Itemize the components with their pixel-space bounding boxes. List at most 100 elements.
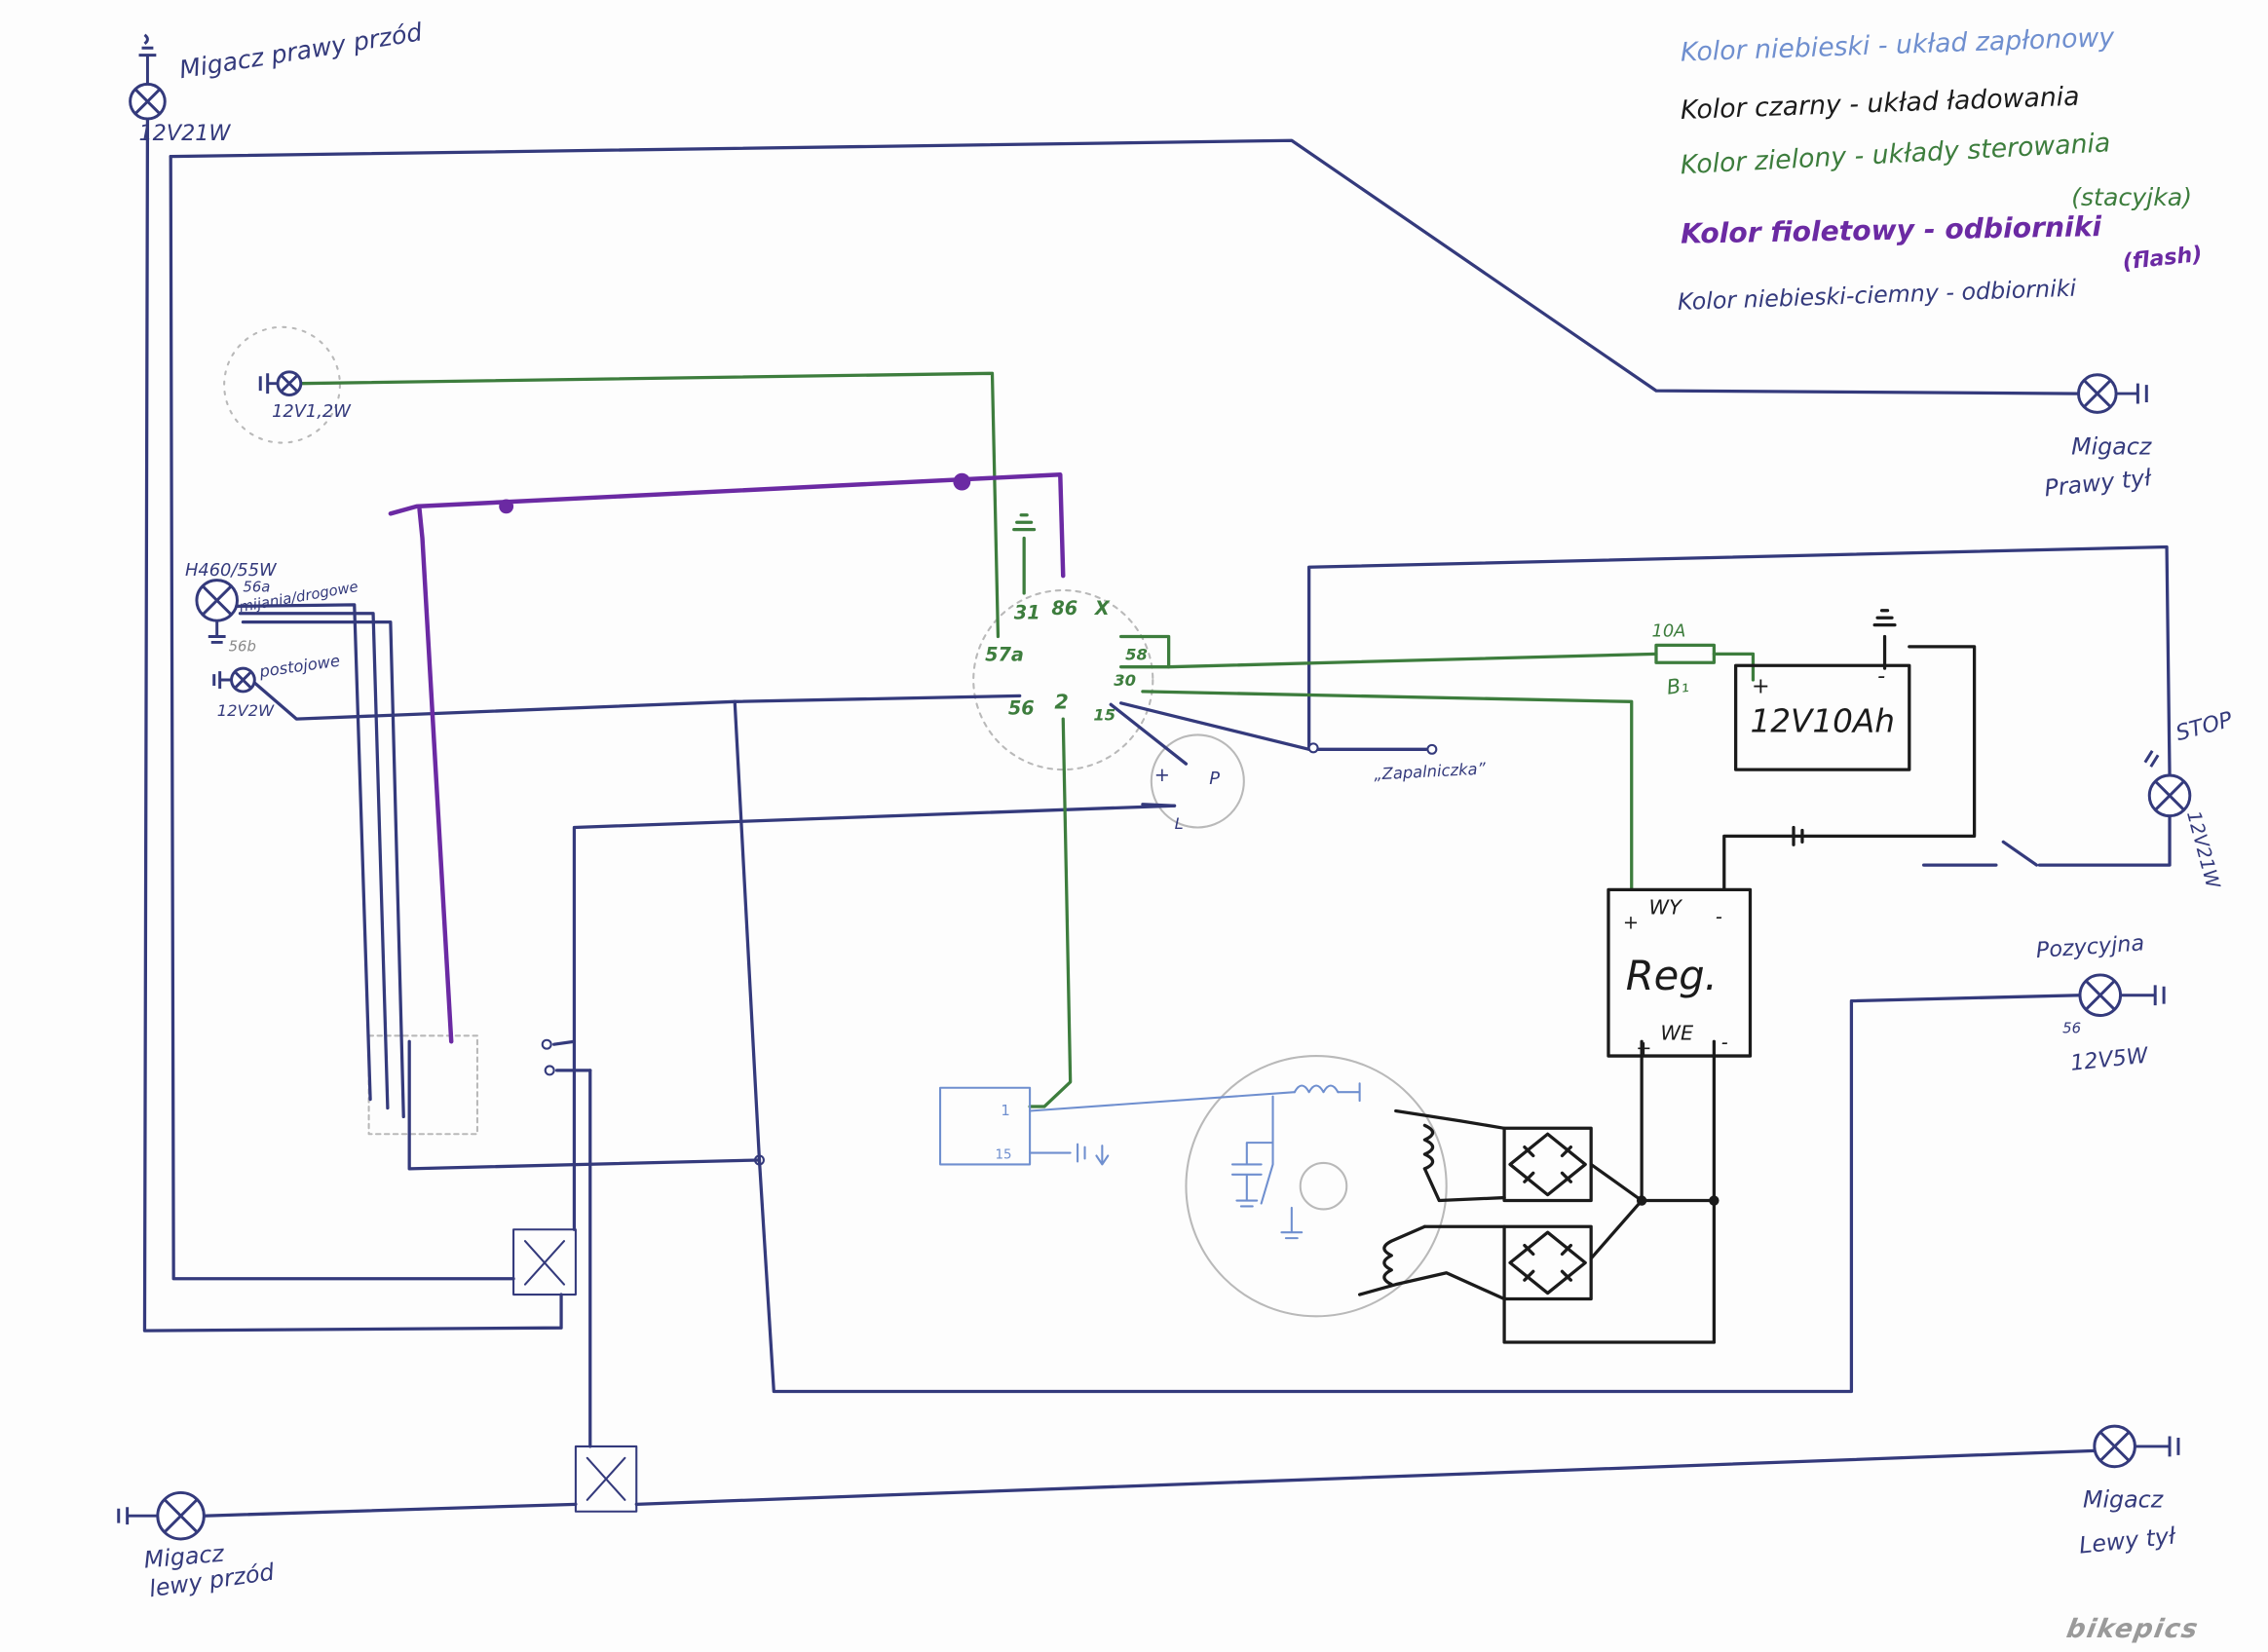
ignition-coil-terminal-15: 15: [995, 1147, 1011, 1162]
ground-icon: [2116, 383, 2148, 404]
stop-lamp: [2143, 750, 2192, 818]
ground-icon: [117, 1507, 158, 1525]
indicator-lamp: [258, 370, 303, 397]
position-lamp-name: Pozycyjna: [2035, 930, 2145, 963]
ground-icon: [2120, 985, 2166, 1006]
capacitor: [1230, 1142, 1274, 1208]
stator-coil-1: [1422, 1123, 1435, 1171]
stop-lamp-rating: 12V21W: [2182, 808, 2225, 891]
terminal-x: X: [1094, 597, 1111, 620]
junction-dot: [753, 1154, 765, 1166]
wire-handlebar-return: [407, 1039, 762, 1171]
battery-rating: 12V10Ah: [1750, 702, 1894, 739]
terminal-56: 56: [1008, 697, 1035, 720]
terminal-2: 2: [1054, 691, 1068, 714]
wire-purple-horizontal: [388, 471, 1066, 579]
terminal-30: 30: [1114, 671, 1136, 690]
wire-terminal-58-box: [1119, 634, 1171, 669]
legend-consumers-flash: Kolor fioletowy - odbiorniki: [1681, 210, 2102, 250]
wire-coil-terminal-15: [1029, 1143, 1086, 1163]
legend-ignition: Kolor niebieski - układ zapłonowy: [1680, 22, 2115, 68]
battery-ground: [1872, 609, 1897, 670]
rear-left-blinker-lamp: [2093, 1424, 2180, 1469]
front-right-blinker-name: Migacz prawy przód: [177, 18, 425, 84]
stator-coil-2: [1382, 1224, 1427, 1287]
junction-regulator-minus: [1709, 1195, 1720, 1206]
wires-black: [1357, 609, 1977, 1344]
fuse-rating: 10A: [1652, 621, 1686, 642]
fuse-id: B₁: [1665, 673, 1690, 699]
regulator-in-minus: -: [1721, 1032, 1728, 1054]
watermark-logo: bikepics: [2064, 1614, 2202, 1644]
wire-blinker-switch-feed: [169, 154, 515, 1281]
wire-fuse-battery: [1712, 652, 1756, 682]
indicator-lamp-rating: 12V1,2W: [272, 401, 352, 422]
wire-headlight-bundle-1: [235, 603, 372, 1102]
headlight-terminal-56b: 56b: [229, 638, 256, 655]
lamp-cross-icon: [164, 1498, 198, 1533]
wire-rectifier-return: [1502, 1296, 1716, 1344]
regulator-out-minus: -: [1716, 905, 1722, 927]
rectifier-2-box: [1502, 1224, 1593, 1301]
rectifier-2-bridge: [1508, 1230, 1587, 1295]
rear-left-blinker-name-1: Migacz: [2083, 1485, 2164, 1513]
breaker-points: [1260, 1095, 1274, 1205]
legend-control: Kolor zielony - układy sterowania: [1680, 128, 2111, 180]
parking-lamp-rating: 12V2W: [217, 701, 275, 720]
lamp-cross-icon: [201, 584, 233, 617]
alternator-body: [1185, 1055, 1448, 1318]
wire-parking-lamp: [252, 681, 1022, 721]
alternator-rotor: [1299, 1161, 1348, 1211]
headlight-rating: H460/55W: [185, 560, 278, 581]
light-switch-body: [1150, 733, 1245, 829]
regulator-in-plus: +: [1636, 1037, 1651, 1060]
rectifier-1-box: [1502, 1126, 1593, 1203]
ground-icon: [138, 33, 157, 85]
blinker-switch-right-cross: [523, 1240, 566, 1286]
position-lamp: [2078, 973, 2166, 1017]
wire-front-left-blinker: [202, 1502, 578, 1518]
ignition-coil-terminal-1: 1: [1001, 1103, 1009, 1119]
ink-blot-1: [499, 499, 514, 514]
ground-icon: [2135, 1436, 2180, 1457]
wire-rear-right-blinker: [169, 138, 2081, 395]
regulator-box: [1606, 887, 1753, 1058]
rear-right-blinker-name-2: Prawy tył: [2043, 464, 2153, 502]
terminal-58: 58: [1125, 645, 1148, 663]
battery-plus: +: [1752, 673, 1770, 698]
stop-lamp-name: STOP: [2174, 707, 2236, 746]
wires-light-blue: [939, 1082, 1361, 1240]
stator-coil-1-wire: [1394, 1108, 1506, 1203]
ground-icon: [212, 671, 232, 689]
lamp-cross-icon: [2154, 779, 2185, 811]
lighter-name: „Zapalniczka”: [1374, 759, 1487, 783]
wire-headlight-bundle-2: [238, 612, 390, 1110]
headlight-terminal-56a: 56a: [243, 579, 270, 595]
ground-icon: [208, 620, 226, 644]
arrow-down-icon: [1095, 1145, 1110, 1166]
wire-light-switch-l-stub: [1141, 803, 1177, 807]
wire-battery-regulator-minus: [1722, 645, 1977, 891]
wires-purple: [388, 471, 1066, 1044]
battery-box: [1733, 663, 1911, 771]
blinker-switch-right-box: [512, 1228, 577, 1296]
ink-blot-2: [953, 472, 971, 491]
stator-coil-2-wire: [1357, 1224, 1506, 1301]
legend: Kolor niebieski - układ zapłonowy Kolor …: [1677, 22, 2203, 316]
wire-stop-switch: [1922, 813, 2172, 867]
labels-ignition-coil: 1 15: [995, 1103, 1011, 1163]
lamps: [117, 33, 2192, 1541]
ground-icon: [2143, 750, 2160, 768]
regulator-out-plus: +: [1623, 911, 1639, 933]
light-switch-plus: +: [1154, 764, 1170, 786]
wire-front-right-blinker: [142, 117, 563, 1333]
lighter-contact-1: [1307, 742, 1319, 754]
charging-junctions: [1636, 1195, 1720, 1206]
blinker-switch-left: [574, 1445, 638, 1513]
wire-terminal-31-ground: [1012, 513, 1037, 595]
lamp-cross-icon: [2098, 1431, 2131, 1462]
regulator-name: Reg.: [1626, 952, 1718, 999]
legend-consumers-flash-note: (flash): [2121, 242, 2203, 275]
parking-lamp: [212, 666, 256, 694]
indicator-lamp-halo: [223, 325, 341, 444]
